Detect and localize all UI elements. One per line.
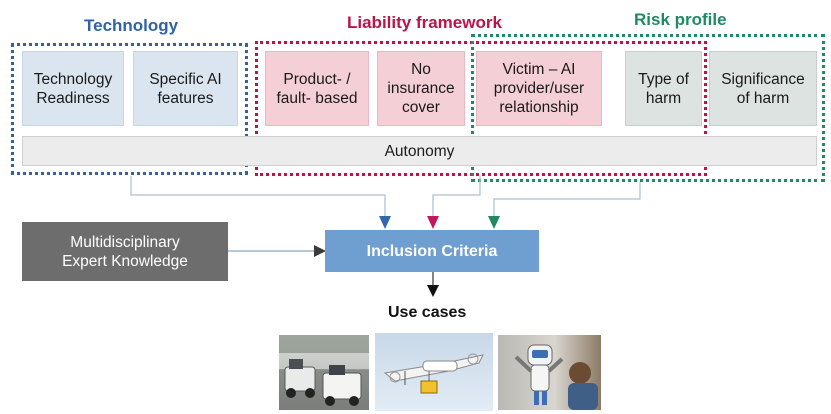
risk-group-title: Risk profile [634, 10, 727, 29]
technology-connector-line [130, 176, 386, 216]
risk-group-frame [471, 34, 825, 182]
delivery-drone-photo [375, 333, 493, 411]
inclusion-criteria-box: Inclusion Criteria [325, 230, 539, 272]
technology-group-frame [11, 43, 248, 175]
technology-readiness-box: Technology Readiness [22, 51, 124, 126]
risk-arrowhead [488, 216, 500, 229]
specific-ai-features-box: Specific AI features [133, 51, 238, 126]
liability-arrowhead [427, 216, 439, 229]
risk-connector-line [493, 182, 641, 216]
expert-arrowhead [314, 245, 326, 257]
street-sweeper-robots-photo [279, 335, 369, 410]
use-cases-arrowhead [427, 285, 439, 297]
use-cases-title: Use cases [388, 304, 467, 321]
victim-relationship-box: Victim – AI provider/user relationship [476, 51, 602, 126]
no-insurance-cover-box: No insurance cover [377, 51, 465, 126]
liability-group-title: Liability framework [347, 13, 502, 32]
liability-connector-line [432, 176, 481, 216]
expert-knowledge-box: Multidisciplinary Expert Knowledge [22, 222, 228, 281]
humanoid-robot-with-child-photo [498, 335, 601, 410]
liability-group-frame [255, 41, 707, 176]
significance-of-harm-box: Significance of harm [709, 51, 817, 126]
autonomy-bar: Autonomy [22, 136, 817, 166]
technology-arrowhead [379, 216, 391, 229]
technology-group-title: Technology [84, 16, 179, 35]
product-fault-based-box: Product- / fault- based [265, 51, 369, 126]
type-of-harm-box: Type of harm [625, 51, 702, 126]
